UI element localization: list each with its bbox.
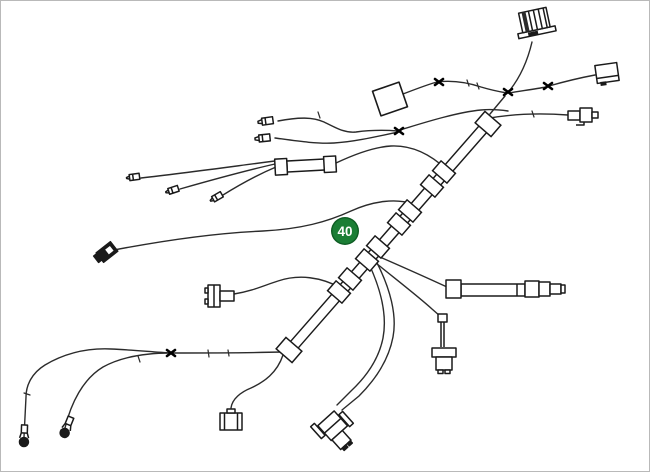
tilted-box-connector	[371, 81, 409, 117]
main-harness-trunk	[275, 110, 502, 364]
callout-circle	[332, 218, 358, 244]
wire-t-plug	[233, 276, 342, 295]
splice-x-mark	[542, 81, 554, 91]
harness-wires	[23, 41, 596, 438]
inline-fuse-holder	[273, 155, 338, 176]
pin-terminal-3	[209, 190, 225, 203]
socket-connector-left	[92, 240, 119, 264]
splice-x-mark	[393, 126, 405, 136]
wire-pin-1	[140, 160, 276, 179]
pin-terminal-2	[164, 184, 180, 195]
trunk-band	[419, 173, 445, 199]
wire-to-flat-connector	[489, 113, 569, 119]
trunk-end-band-bottom	[275, 336, 303, 364]
wire-relay-2	[336, 263, 386, 406]
splice-x-marks	[165, 77, 554, 358]
trunk-band	[397, 198, 423, 224]
clip-tick-marks	[23, 79, 535, 396]
wire-cap-drop	[509, 41, 533, 91]
wire-to-sensor	[370, 258, 441, 317]
pin-terminal-1	[125, 172, 141, 182]
sensor-plug-connector	[431, 313, 457, 375]
splice-x-mark	[433, 77, 445, 87]
wire-pin-3	[222, 166, 277, 196]
bullet-terminal-2	[59, 415, 75, 439]
fuse-tube-assembly	[445, 279, 566, 299]
relay-socket-connector	[309, 410, 355, 452]
wire-box-to-junction	[402, 80, 508, 95]
callout-label: 40	[337, 224, 352, 239]
ribbed-cap-connector	[517, 6, 557, 40]
wire-micro-connector	[230, 354, 284, 409]
trunk-band	[365, 234, 391, 260]
wire-spade-1	[277, 117, 399, 133]
trunk-end-band-top	[474, 110, 502, 138]
square-box-connector-top-right	[594, 61, 620, 86]
trunk-band	[354, 247, 380, 273]
callout-badge-40[interactable]: 40	[331, 217, 359, 245]
t-plug-connector	[204, 284, 235, 308]
trunk-band	[431, 159, 457, 185]
splice-x-mark	[165, 348, 177, 358]
wire-bullet-1	[23, 348, 172, 438]
wire-fuse-to-trunk	[335, 145, 447, 170]
trunk-band	[326, 279, 352, 305]
wire-bullet-2	[64, 352, 172, 429]
wire-spade-merge	[399, 108, 509, 131]
micro-connector-bottom	[219, 408, 243, 431]
trunk-band	[386, 211, 412, 237]
inline-blade-connector-right	[567, 107, 599, 126]
spade-terminal-1	[257, 115, 275, 126]
spade-terminal-2	[254, 133, 272, 143]
wire-junction-to-trunk	[489, 95, 506, 115]
splice-x-mark	[502, 87, 514, 97]
wire-to-tube	[372, 253, 448, 288]
wire-bullet-combined	[170, 351, 283, 354]
trunk-wrap-bands	[275, 110, 502, 364]
trunk-band	[337, 266, 363, 292]
wire-relay-1	[341, 258, 395, 411]
wire-spade-2	[274, 131, 399, 144]
wire-left-socket	[113, 200, 414, 251]
wire-pin-2	[179, 163, 276, 190]
bullet-terminal-1	[18, 424, 30, 448]
wire-junction-to-box	[508, 74, 596, 94]
